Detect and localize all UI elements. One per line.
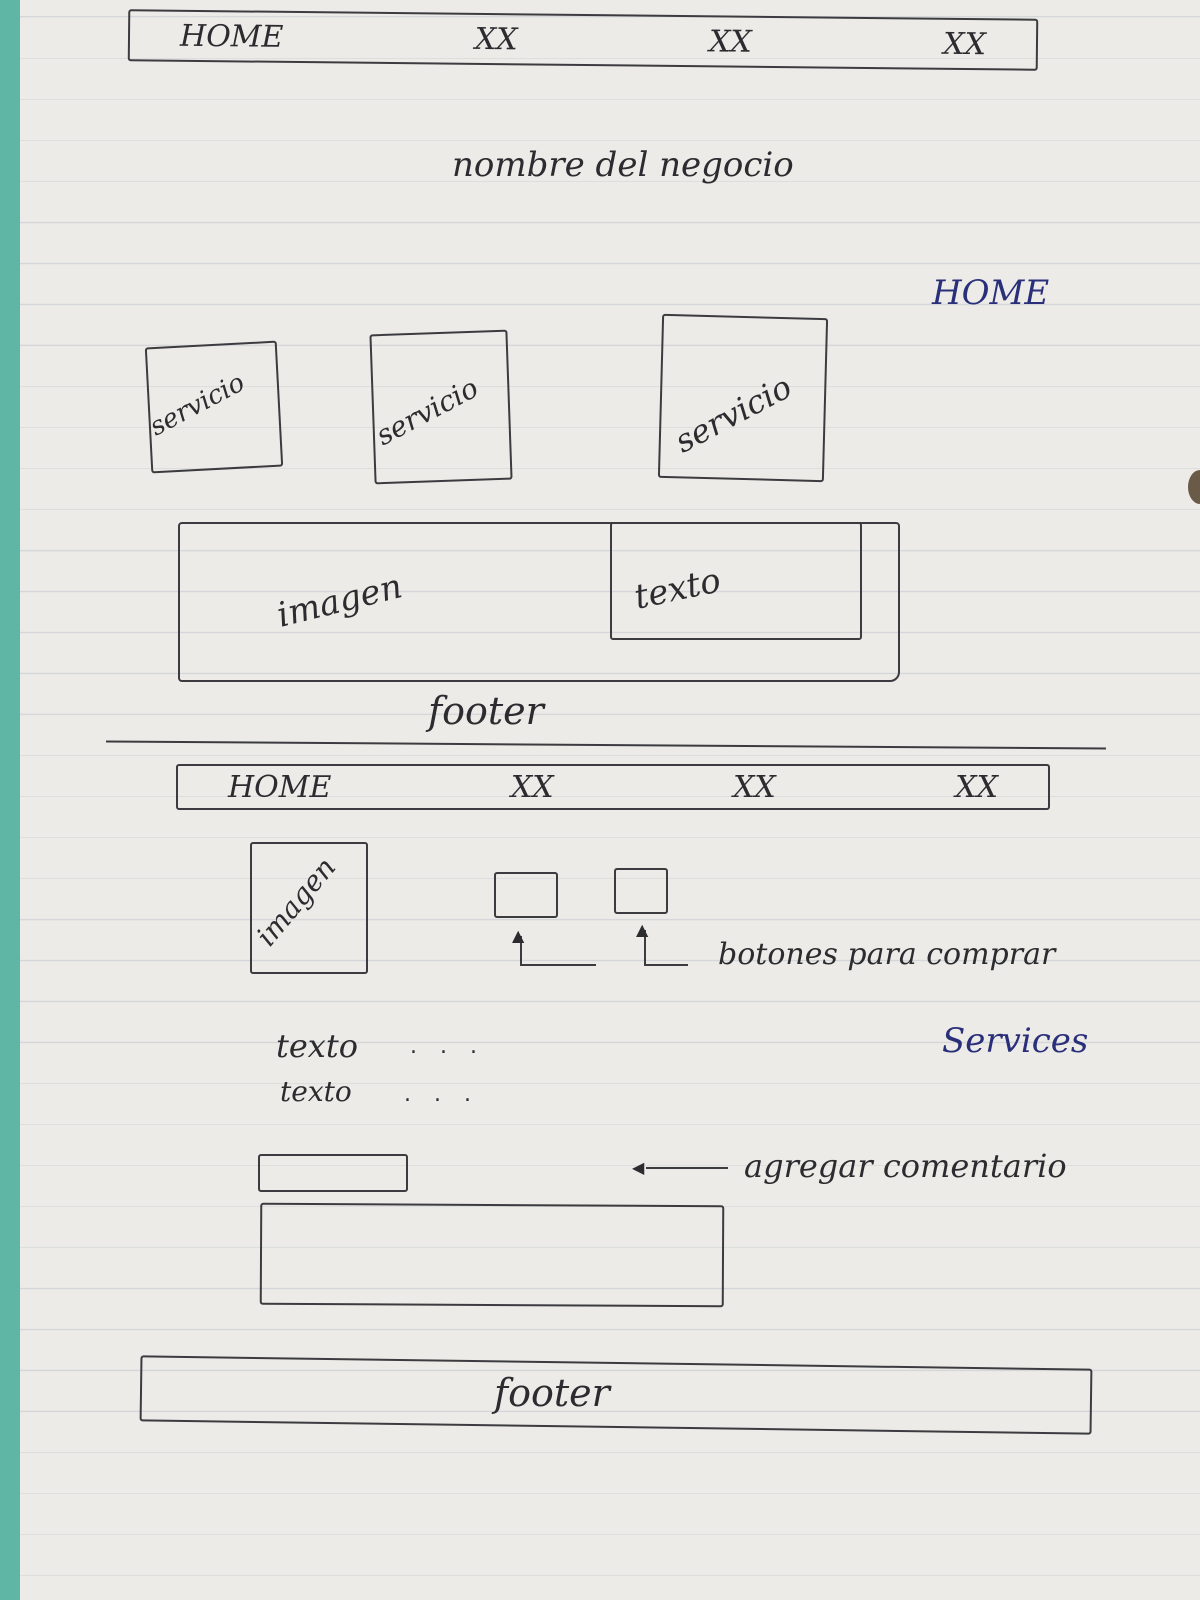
page2-nav-item-1[interactable]: XX	[510, 769, 554, 805]
comment-arrow-line	[646, 1167, 728, 1169]
comment-arrowhead: ◀	[632, 1158, 645, 1177]
page2-navbar: HOME XX XX XX	[176, 764, 1050, 810]
buy-button-2[interactable]	[614, 868, 668, 914]
page1-nav-item-3[interactable]: XX	[943, 26, 987, 62]
page2-label: Services	[942, 1021, 1089, 1061]
image-text-section	[178, 522, 900, 682]
page2-product-image	[250, 842, 368, 974]
buy-button-2-arrow	[644, 930, 688, 966]
page1-text-block	[610, 522, 862, 640]
buy-button-2-arrowhead: ▲	[636, 920, 649, 939]
page1-nav-home[interactable]: HOME	[179, 18, 284, 55]
page2-nav-home[interactable]: HOME	[228, 769, 332, 805]
page2-nav-item-2[interactable]: XX	[733, 769, 776, 805]
page1-nav-item-2[interactable]: XX	[708, 23, 752, 60]
page1-navbar: HOME XX XX XX	[127, 9, 1039, 71]
ellipsis-1: . . .	[410, 1034, 485, 1059]
binder-hole	[1188, 470, 1200, 504]
comment-textarea[interactable]	[259, 1202, 725, 1308]
page2-text-line-2: texto	[280, 1075, 352, 1108]
ellipsis-2: . . .	[404, 1082, 479, 1107]
page2-footer-label: footer	[494, 1371, 610, 1415]
page-divider	[106, 740, 1106, 750]
buy-button-1-arrowhead: ▲	[512, 926, 525, 945]
business-name: nombre del negocio	[452, 145, 794, 185]
page2-nav-item-3[interactable]: XX	[955, 769, 998, 805]
page2-footer	[139, 1355, 1093, 1435]
page1-nav-item-1[interactable]: XX	[474, 21, 518, 57]
buy-buttons-note: botones para comprar	[718, 937, 1056, 972]
buy-button-1[interactable]	[494, 872, 558, 918]
notebook-page: HOME XX XX XX nombre del negocio HOME se…	[20, 0, 1200, 1600]
comment-name-input[interactable]	[258, 1154, 408, 1192]
buy-button-1-arrow	[520, 936, 596, 966]
page1-footer-label: footer	[428, 689, 544, 733]
page1-label: HOME	[932, 273, 1050, 313]
page2-text-line-1: texto	[276, 1027, 358, 1065]
comment-note: agregar comentario	[744, 1147, 1067, 1185]
